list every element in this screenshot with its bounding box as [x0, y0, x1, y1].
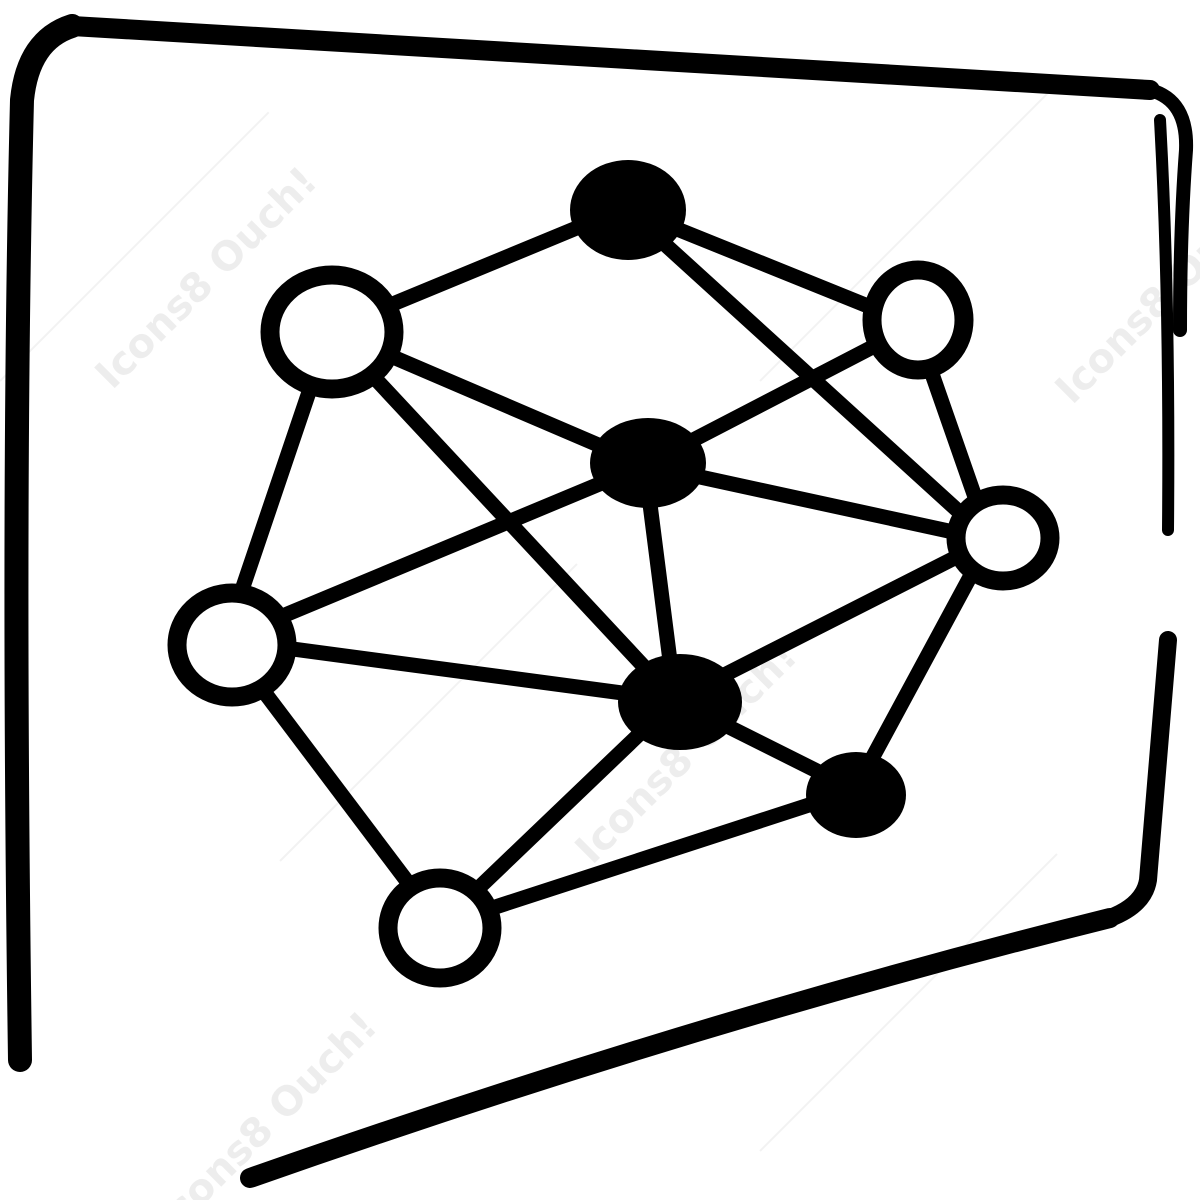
solid-node: [806, 752, 906, 838]
hollow-node: [946, 485, 1060, 591]
edge: [217, 632, 683, 708]
solid-node: [590, 418, 706, 508]
hollow-node: [167, 583, 297, 707]
hollow-node: [862, 260, 974, 380]
hollow-node: [378, 868, 502, 988]
frame-top-right-inner-stroke: [1154, 114, 1175, 536]
frame-bottom-stroke: [240, 908, 1120, 1188]
frame-left-stroke: [4, 14, 84, 1072]
edge: [322, 322, 683, 708]
edge: [432, 782, 863, 933]
frame-right-stroke: [1101, 631, 1177, 927]
hollow-node: [260, 265, 404, 399]
frame-top-stroke: [62, 16, 1160, 100]
hand-drawn-frame-icon: [4, 14, 1194, 1188]
solid-nodes: [570, 160, 906, 838]
edge: [217, 457, 653, 648]
hollow-nodes: [167, 260, 1060, 988]
solid-node: [618, 654, 742, 750]
edge: [847, 532, 998, 798]
solid-node: [570, 160, 686, 260]
frame-top-right-stroke: [1143, 83, 1194, 337]
